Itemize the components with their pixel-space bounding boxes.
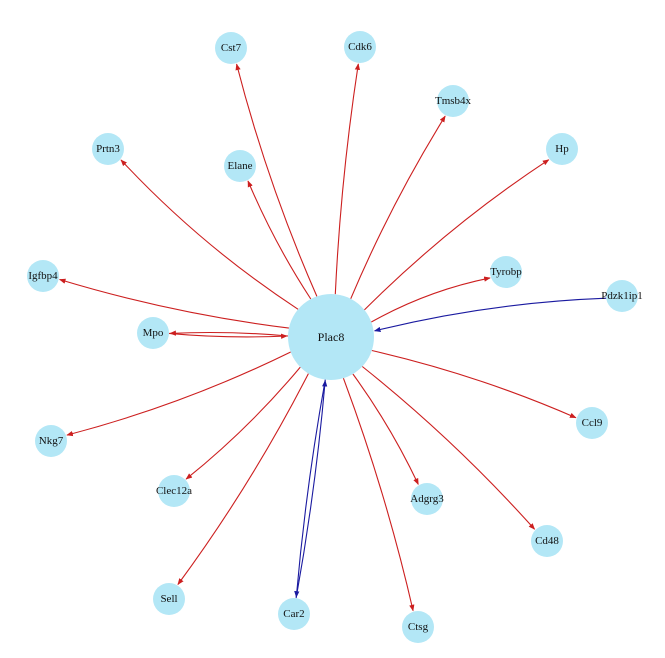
edge-plac8-mpo	[169, 330, 289, 337]
edge-plac8-sell	[177, 373, 309, 586]
node-circle	[546, 133, 578, 165]
edge-plac8-cst7	[235, 63, 318, 297]
edge-plac8-prtn3	[120, 159, 299, 310]
node-circle	[411, 483, 443, 515]
node-circle	[153, 583, 185, 615]
edge-plac8-cd48	[361, 366, 536, 530]
node-label: Tmsb4x	[435, 95, 472, 107]
node-circle	[531, 525, 563, 557]
node-tyrobp[interactable]: Tyrobp	[490, 256, 522, 288]
node-label: Mpo	[143, 327, 164, 339]
node-circle	[215, 32, 247, 64]
node-label: Adgrg3	[410, 493, 444, 505]
node-circle	[137, 317, 169, 349]
node-circle	[92, 133, 124, 165]
node-label: Hp	[555, 143, 569, 155]
node-circle	[344, 31, 376, 63]
node-ctsg[interactable]: Ctsg	[402, 611, 434, 643]
node-hp[interactable]: Hp	[546, 133, 578, 165]
node-label: Ctsg	[408, 621, 429, 633]
edge-plac8-tmsb4x	[350, 115, 446, 300]
node-circle	[576, 407, 608, 439]
edge-plac8-adgrg3	[352, 373, 419, 485]
node-label: Prtn3	[96, 143, 120, 155]
node-nkg7[interactable]: Nkg7	[35, 425, 67, 457]
node-clec12a[interactable]: Clec12a	[156, 475, 192, 507]
node-igfbp4[interactable]: Igfbp4	[27, 260, 59, 292]
node-cd48[interactable]: Cd48	[531, 525, 563, 557]
node-ccl9[interactable]: Ccl9	[576, 407, 608, 439]
node-circle	[402, 611, 434, 643]
node-circle	[35, 425, 67, 457]
node-circle	[27, 260, 59, 292]
edge-pdzk1ip1-plac8	[373, 297, 607, 333]
edge-plac8-clec12a	[185, 366, 301, 480]
node-circle	[288, 294, 374, 380]
node-prtn3[interactable]: Prtn3	[92, 133, 124, 165]
edge-plac8-ccl9	[371, 349, 577, 419]
node-cst7[interactable]: Cst7	[215, 32, 247, 64]
edge-plac8-elane	[247, 180, 312, 300]
edge-car2-plac8	[295, 379, 328, 599]
node-label: Cst7	[221, 42, 242, 54]
node-adgrg3[interactable]: Adgrg3	[410, 483, 444, 515]
node-circle	[158, 475, 190, 507]
edge-plac8-tyrobp	[371, 276, 491, 323]
node-label: Cdk6	[348, 41, 372, 53]
node-label: Cd48	[535, 535, 559, 547]
node-pdzk1ip1[interactable]: Pdzk1ip1	[601, 280, 643, 312]
node-label: Plac8	[318, 330, 345, 344]
node-circle	[490, 256, 522, 288]
node-label: Elane	[227, 160, 252, 172]
node-tmsb4x[interactable]: Tmsb4x	[435, 85, 472, 117]
node-label: Nkg7	[39, 435, 64, 447]
node-car2[interactable]: Car2	[278, 598, 310, 630]
node-circle	[437, 85, 469, 117]
node-mpo[interactable]: Mpo	[137, 317, 169, 349]
node-circle	[606, 280, 638, 312]
node-label: Ccl9	[582, 417, 603, 429]
node-label: Pdzk1ip1	[601, 290, 643, 302]
node-label: Car2	[283, 608, 304, 620]
edge-plac8-cdk6	[334, 63, 361, 295]
edge-plac8-igfbp4	[58, 278, 289, 329]
edge-plac8-nkg7	[66, 351, 291, 437]
edge-plac8-ctsg	[342, 378, 415, 612]
node-circle	[278, 598, 310, 630]
node-plac8[interactable]: Plac8	[288, 294, 374, 380]
node-label: Tyrobp	[490, 266, 522, 278]
node-cdk6[interactable]: Cdk6	[344, 31, 376, 63]
node-sell[interactable]: Sell	[153, 583, 185, 615]
node-label: Clec12a	[156, 485, 192, 497]
edge-layer	[58, 63, 607, 612]
node-label: Igfbp4	[28, 270, 58, 282]
edge-mpo-plac8	[168, 332, 288, 339]
node-label: Sell	[160, 593, 177, 605]
edge-plac8-hp	[364, 159, 550, 311]
node-circle	[224, 150, 256, 182]
edge-plac8-car2	[294, 379, 326, 598]
node-elane[interactable]: Elane	[224, 150, 256, 182]
